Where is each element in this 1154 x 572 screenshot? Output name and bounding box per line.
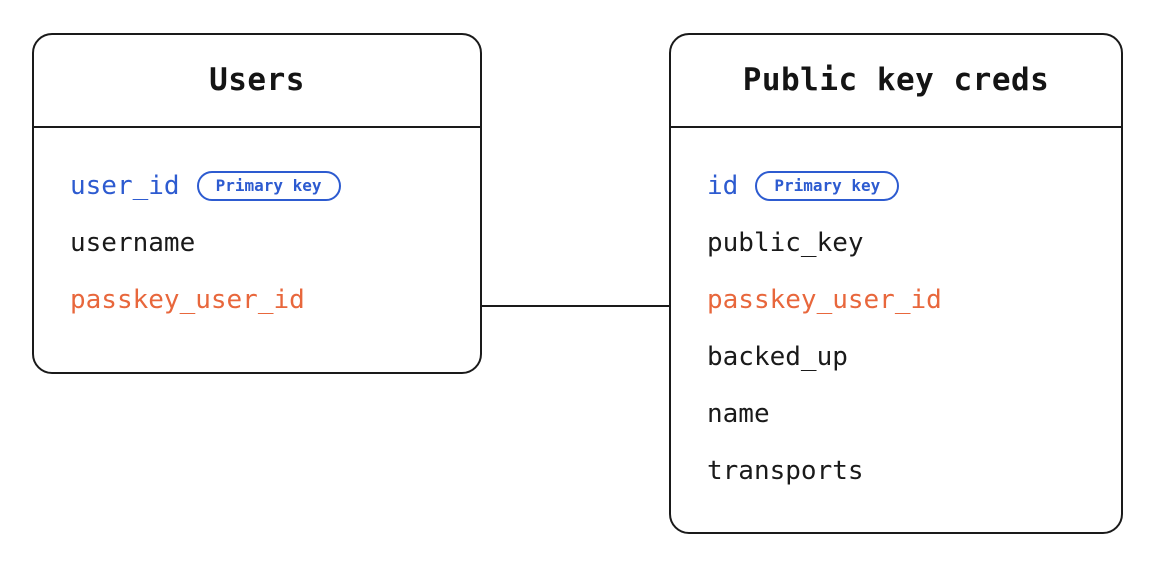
relationship-connector-users-public-key-creds — [481, 305, 670, 307]
field-name-name: name — [707, 398, 770, 429]
entity-field-list-users: user_id Primary key username passkey_use… — [34, 128, 480, 328]
field-row-passkey-user-id[interactable]: passkey_user_id — [707, 271, 1121, 328]
field-row-transports[interactable]: transports — [707, 442, 1121, 499]
primary-key-badge: Primary key — [755, 170, 900, 201]
field-name-public-key: public_key — [707, 227, 864, 258]
primary-key-badge-label: Primary key — [774, 175, 881, 195]
field-name-user-id: user_id — [70, 170, 180, 201]
field-name-username: username — [70, 227, 196, 258]
field-row-backed-up[interactable]: backed_up — [707, 328, 1121, 385]
field-row-public-key[interactable]: public_key — [707, 214, 1121, 271]
entity-title-users: Users — [209, 62, 305, 98]
entity-title-public-key-creds: Public key creds — [742, 62, 1050, 98]
field-row-name[interactable]: name — [707, 385, 1121, 442]
entity-box-public-key-creds[interactable]: Public key creds id Primary key public_k… — [669, 33, 1123, 534]
field-row-user-id[interactable]: user_id Primary key — [70, 157, 480, 214]
primary-key-badge-label: Primary key — [215, 175, 322, 195]
field-row-id[interactable]: id Primary key — [707, 157, 1121, 214]
field-name-passkey-user-id: passkey_user_id — [70, 284, 305, 315]
entity-box-users[interactable]: Users user_id Primary key username passk… — [32, 33, 482, 374]
field-name-id: id — [707, 170, 739, 201]
field-row-username[interactable]: username — [70, 214, 480, 271]
entity-header-public-key-creds: Public key creds — [671, 35, 1121, 128]
field-row-passkey-user-id[interactable]: passkey_user_id — [70, 271, 480, 328]
entity-header-users: Users — [34, 35, 480, 128]
field-name-passkey-user-id: passkey_user_id — [707, 284, 942, 315]
field-name-transports: transports — [707, 455, 864, 486]
field-name-backed-up: backed_up — [707, 341, 848, 372]
primary-key-badge: Primary key — [196, 170, 341, 201]
entity-field-list-public-key-creds: id Primary key public_key passkey_user_i… — [671, 128, 1121, 499]
